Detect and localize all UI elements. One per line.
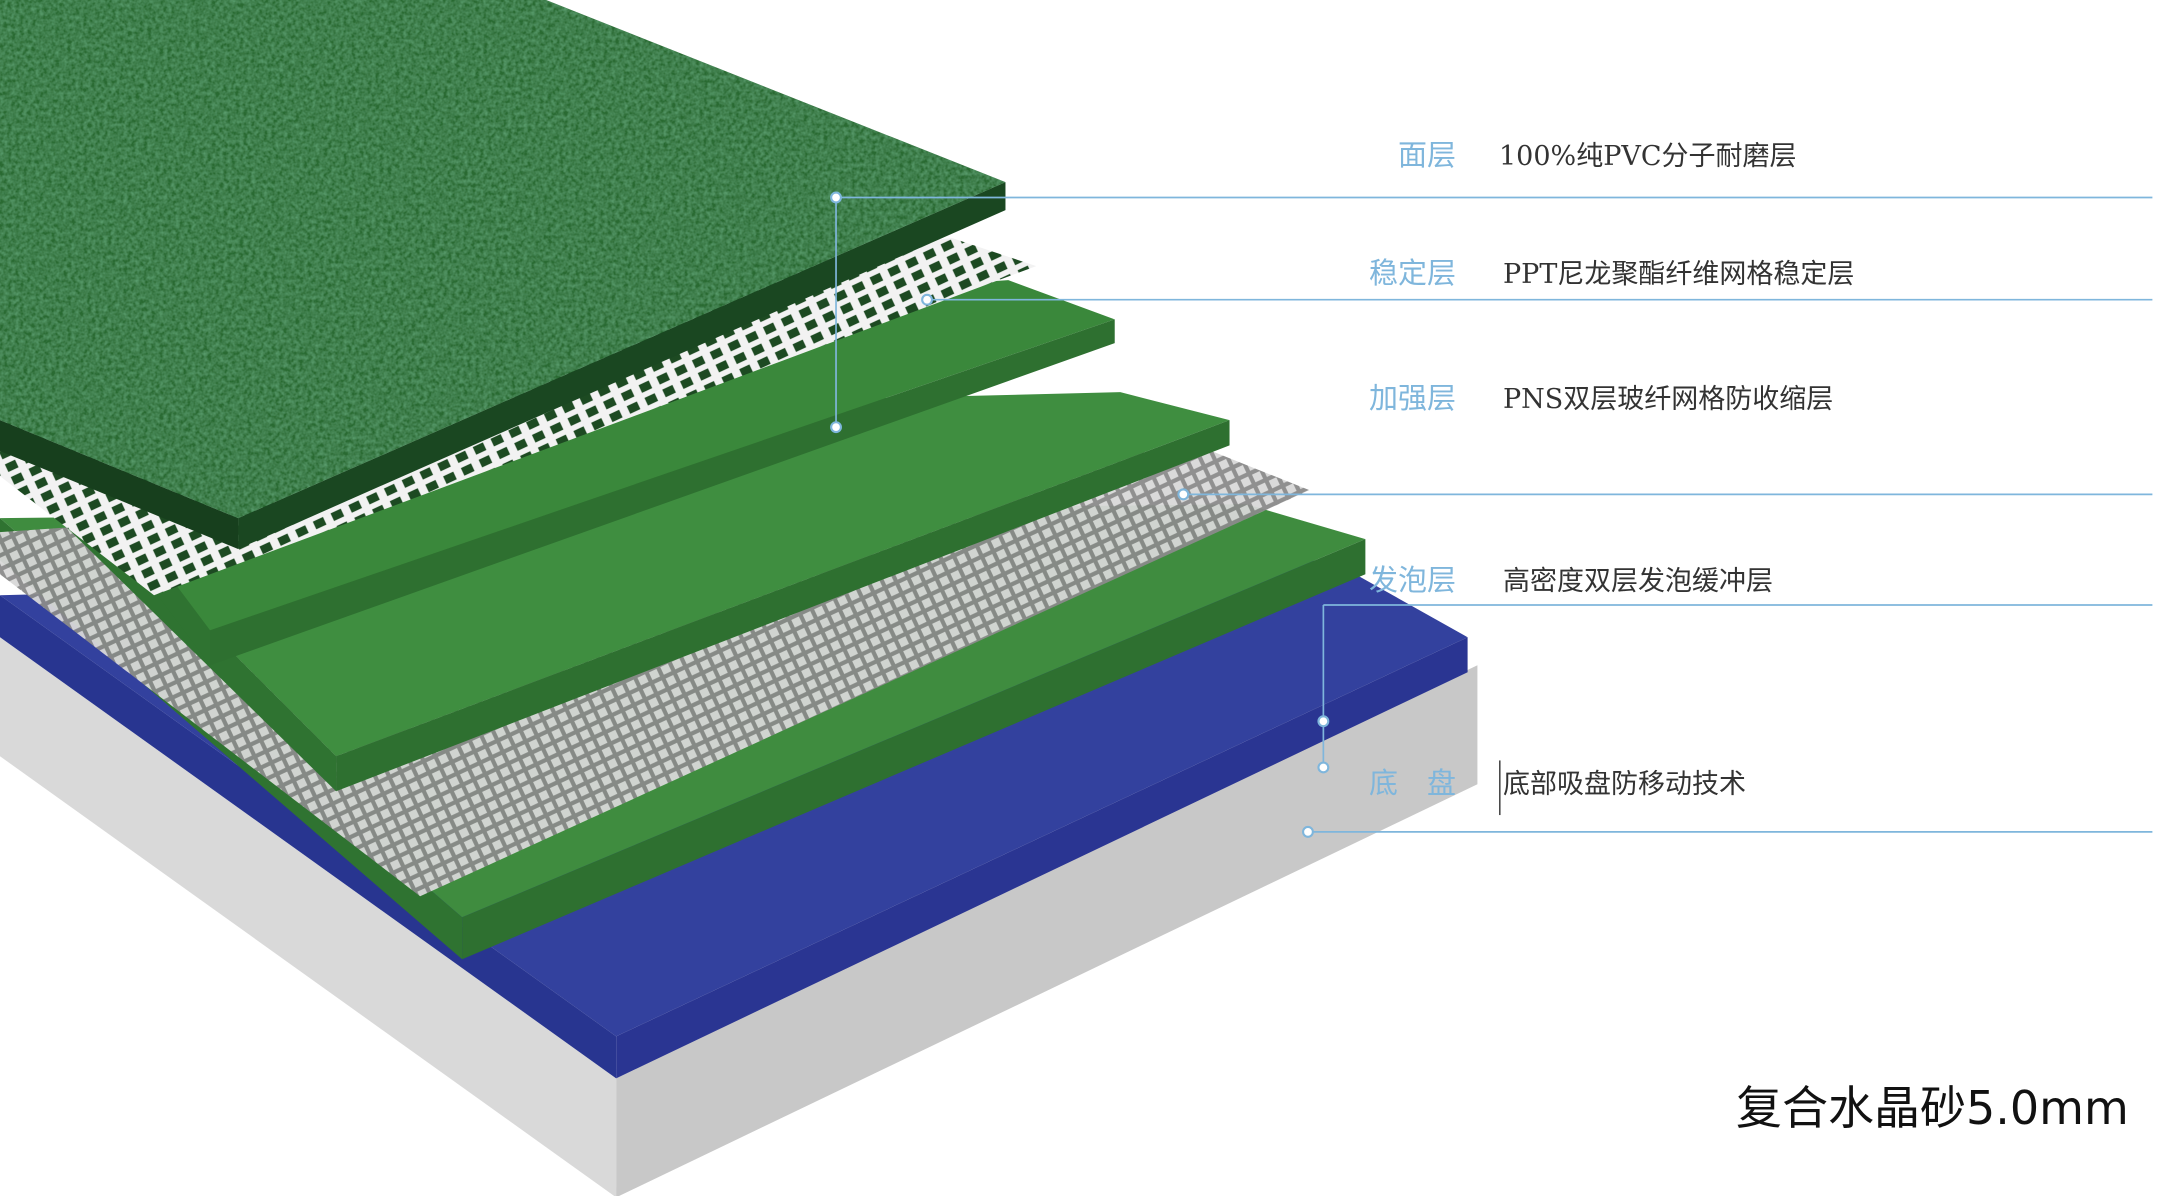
layer-desc-foam: 高密度双层发泡缓冲层	[1503, 566, 1773, 597]
wear-layer-top	[0, 0, 1006, 519]
layer-desc-reinforce: PNS双层玻纤网格防收缩层	[1503, 384, 1834, 415]
green-layer-2-side	[210, 319, 1115, 666]
layer-name-surface: 面层	[1397, 138, 1456, 172]
wear-layer-side	[238, 182, 1006, 549]
leader-dot	[921, 293, 934, 306]
leader-dot	[1302, 825, 1314, 838]
layer-desc-stable: PPT尼龙聚酯纤维网格稳定层	[1503, 259, 1855, 290]
layer-desc-base: 底部吸盘防移动技术	[1503, 769, 1746, 800]
leader-dot	[830, 421, 842, 434]
layer-desc-surface: 100%纯PVC分子耐磨层	[1499, 141, 1797, 172]
leader-dots	[830, 191, 1330, 838]
layer-name-foam: 发泡层	[1368, 563, 1456, 597]
leader-dot	[1317, 761, 1330, 774]
product-title: 复合水晶砂5.0mm	[1736, 1081, 2129, 1135]
green-layer-3-side	[336, 420, 1230, 792]
leader-dot	[1177, 488, 1190, 501]
foam-blue-side	[616, 637, 1468, 1079]
leader-dot	[1317, 715, 1330, 728]
base-gray-front	[0, 637, 617, 1196]
green-layer-4-side	[462, 539, 1366, 960]
wear-layer-front	[0, 420, 239, 549]
base-gray-side	[616, 665, 1478, 1196]
layer-name-reinforce: 加强层	[1368, 381, 1456, 415]
layer-name-base: 底 盘	[1368, 766, 1456, 800]
leader-lines	[835, 196, 2153, 833]
leader-dot	[830, 191, 842, 204]
layer-name-stable: 稳定层	[1368, 256, 1456, 290]
